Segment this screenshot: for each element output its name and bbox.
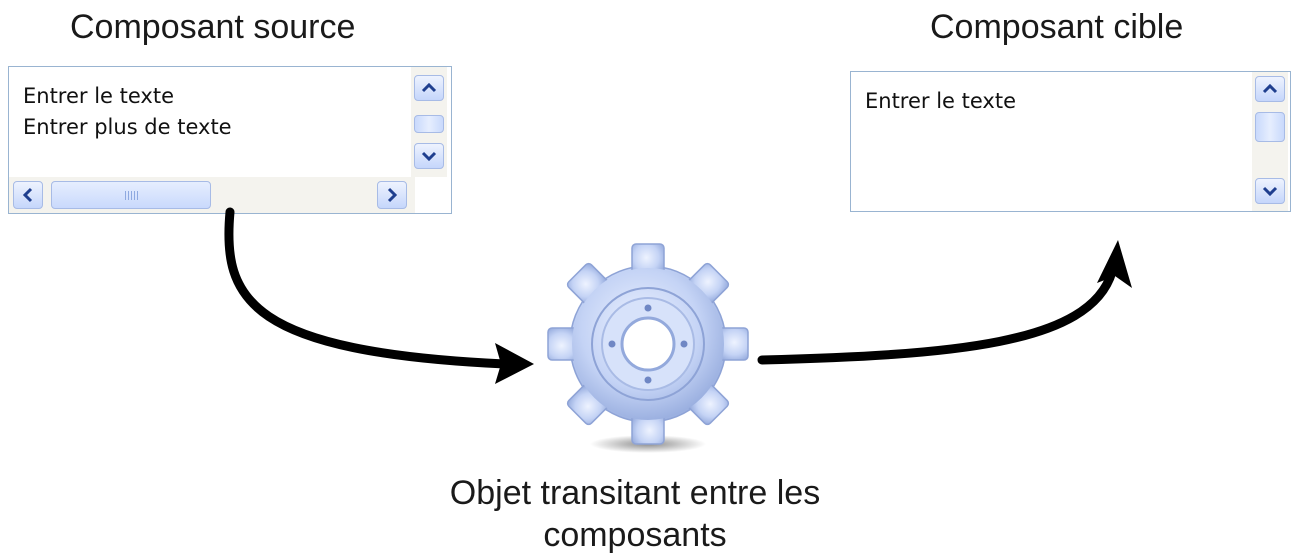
arrow-head-to-object <box>495 343 534 384</box>
chevron-left-icon <box>23 187 33 203</box>
target-vertical-scrollbar[interactable] <box>1251 72 1288 211</box>
source-text-line-2: Entrer plus de texte <box>23 115 232 139</box>
chevron-right-icon <box>387 187 397 203</box>
arrow-head-to-target <box>1097 240 1132 288</box>
object-label-line-2: composants <box>543 516 727 554</box>
source-scroll-left-button[interactable] <box>13 181 43 209</box>
arrow-source-to-object <box>224 207 510 369</box>
source-horizontal-scrollbar[interactable] <box>9 177 415 213</box>
target-scroll-up-button[interactable] <box>1255 76 1285 102</box>
target-text-content: Entrer le texte <box>865 86 1016 117</box>
source-scroll-down-button[interactable] <box>414 143 444 169</box>
source-scroll-right-button[interactable] <box>377 181 407 209</box>
target-scroll-down-button[interactable] <box>1255 178 1285 204</box>
source-scroll-up-button[interactable] <box>414 75 444 101</box>
target-text-line-1: Entrer le texte <box>865 89 1017 113</box>
target-text-area[interactable]: Entrer le texte <box>850 71 1291 212</box>
chevron-down-icon <box>1262 186 1278 196</box>
source-text-line-1: Entrer le texte <box>23 84 175 108</box>
source-vertical-scrollbar[interactable] <box>410 67 447 177</box>
chevron-up-icon <box>421 83 437 93</box>
chevron-up-icon <box>1262 84 1278 94</box>
source-horizontal-scroll-thumb[interactable] <box>51 181 211 209</box>
source-component-title: Composant source <box>70 8 356 46</box>
gear-icon <box>547 243 749 453</box>
arrow-object-to-target <box>757 267 1117 365</box>
grip-icon <box>124 190 138 200</box>
object-label-line-1: Objet transitant entre les <box>449 474 821 512</box>
target-vertical-scroll-thumb[interactable] <box>1255 112 1285 142</box>
object-label: Objet transitant entre les composants <box>400 472 870 556</box>
chevron-down-icon <box>421 151 437 161</box>
source-vertical-scroll-thumb[interactable] <box>414 115 444 133</box>
target-component-title: Composant cible <box>930 8 1184 46</box>
source-text-area[interactable]: Entrer le texte Entrer plus de texte <box>8 66 452 214</box>
source-text-content: Entrer le texte Entrer plus de texte <box>23 81 232 143</box>
